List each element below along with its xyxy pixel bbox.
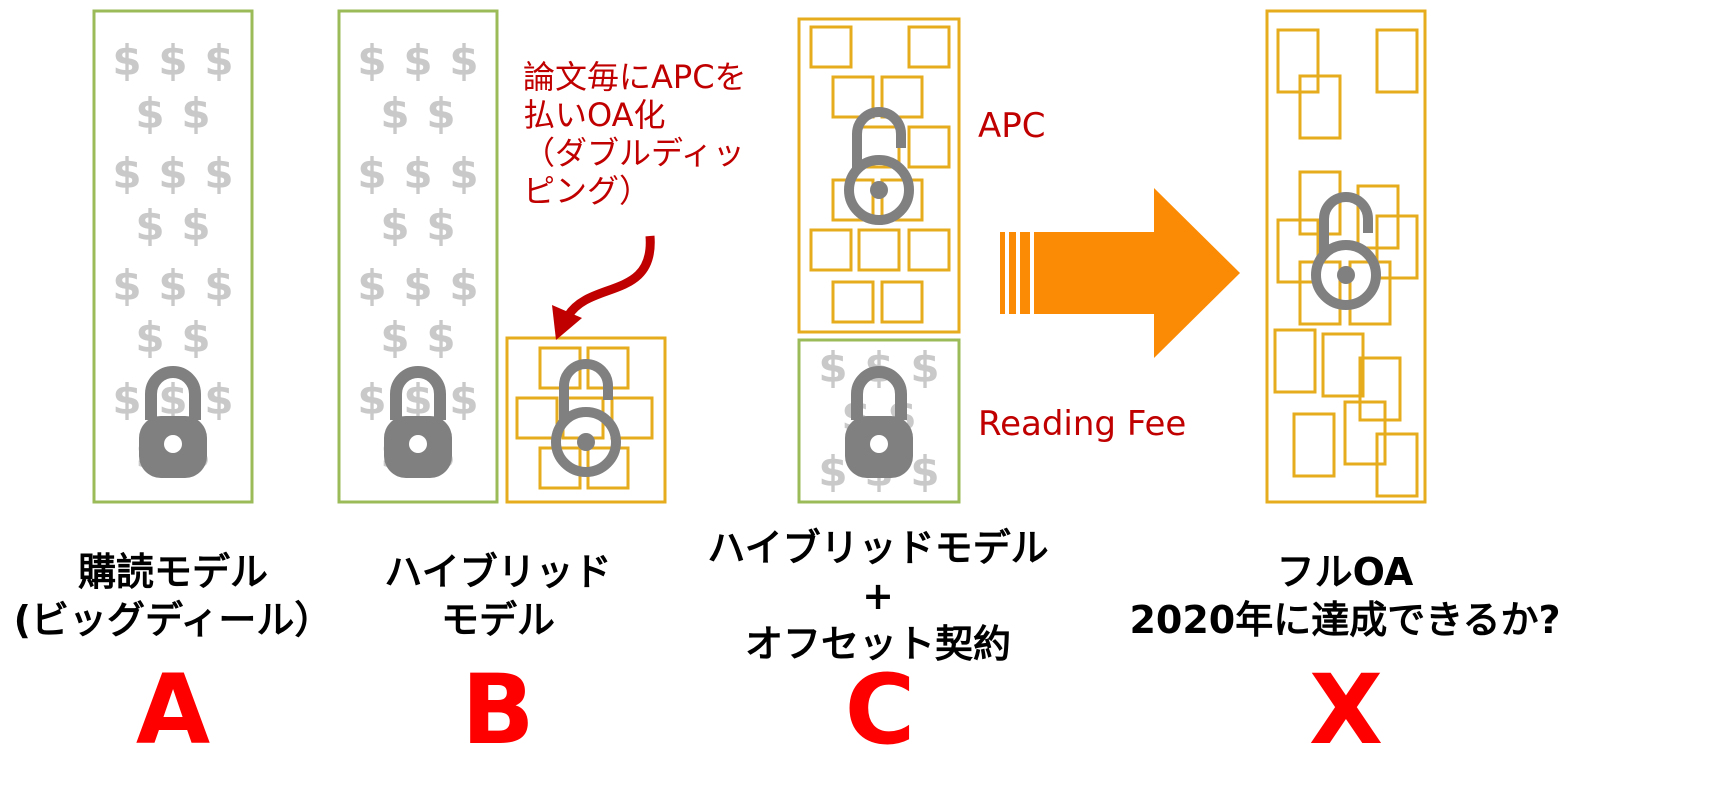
dollar-sign-icon: $	[135, 313, 164, 362]
model-a-name: 購読モデル (ビッグディール）	[0, 548, 346, 644]
model-b-name: ハイブリッド モデル	[340, 548, 656, 644]
dollar-sign-icon: $	[112, 36, 141, 85]
dollar-sign-icon: $	[158, 149, 187, 198]
dollar-sign-icon: $	[403, 36, 432, 85]
box-a-subscription	[92, 9, 254, 504]
dollar-sign-icon: $	[112, 149, 141, 198]
oa-articles-x	[1273, 28, 1419, 498]
model-name-line: (ビッグディール）	[13, 598, 333, 642]
dollar-sign-icon: $	[449, 375, 478, 424]
model-name-line: オフセット契約	[744, 622, 1011, 666]
open-padlock-icon	[556, 364, 616, 472]
dollar-sign-icon: $	[818, 343, 847, 392]
dollar-sign-icon: $	[181, 89, 210, 138]
box-b-apc	[505, 336, 667, 504]
open-padlock-icon	[1316, 197, 1376, 305]
dollar-sign-icon: $	[426, 89, 455, 138]
dollar-sign-icon: $	[818, 447, 847, 496]
dollar-sign-icon: $	[910, 343, 939, 392]
dollar-sign-icon: $	[357, 375, 386, 424]
box-c-reading-fee	[797, 338, 961, 504]
model-b-letter: B	[461, 654, 535, 766]
dollar-sign-icon: $	[426, 201, 455, 250]
annotation-double-dipping: 論文毎にAPCを 払いOA化 （ダブルディッ ピング）	[523, 58, 747, 210]
dollar-sign-icon: $	[403, 375, 432, 424]
dollar-sign-icon: $	[403, 261, 432, 310]
model-x-name: フルOA 2020年に達成できるか?	[1115, 548, 1575, 644]
model-c-letter: C	[844, 654, 916, 766]
model-name-line: ハイブリッドモデル	[707, 526, 1049, 570]
box-x-full-oa	[1265, 9, 1427, 504]
model-c-name: ハイブリッドモデル + オフセット契約	[680, 524, 1076, 668]
dollar-sign-icon: $	[158, 36, 187, 85]
model-name-line: 購読モデル	[77, 550, 268, 594]
dollar-sign-icon: $	[158, 375, 187, 424]
dollar-sign-icon: $	[380, 201, 409, 250]
dollar-group-a: $$$$$$$$$$$$$$$$$$$$	[112, 36, 233, 478]
dollar-sign-icon: $	[357, 261, 386, 310]
model-name-line: 2020年に達成できるか?	[1129, 598, 1561, 642]
dollar-sign-icon: $	[181, 201, 210, 250]
dollar-sign-icon: $	[357, 36, 386, 85]
model-name-line: モデル	[440, 598, 555, 642]
dollar-sign-icon: $	[449, 36, 478, 85]
dollar-sign-icon: $	[357, 149, 386, 198]
annotation-line: 払いOA化	[523, 96, 666, 134]
dollar-sign-icon: $	[112, 375, 141, 424]
annotation-line: ピング）	[523, 172, 652, 210]
dollar-sign-icon: $	[380, 313, 409, 362]
dollar-sign-icon: $	[449, 149, 478, 198]
model-name-line: +	[862, 574, 894, 618]
label-reading-fee: Reading Fee	[978, 404, 1187, 444]
dollar-sign-icon: $	[135, 201, 164, 250]
dollar-sign-icon: $	[112, 261, 141, 310]
dollar-sign-icon: $	[449, 261, 478, 310]
dollar-sign-icon: $	[204, 261, 233, 310]
dollar-sign-icon: $	[403, 149, 432, 198]
big-arrow-icon	[1000, 188, 1240, 358]
dollar-sign-icon: $	[181, 313, 210, 362]
box-c-apc	[797, 17, 961, 334]
model-x-letter: X	[1308, 654, 1383, 766]
box-b-hybrid-subscription	[337, 9, 499, 504]
model-a-letter: A	[135, 654, 211, 766]
dollar-sign-icon: $	[426, 313, 455, 362]
dollar-sign-icon: $	[204, 149, 233, 198]
curved-arrow-icon	[552, 235, 655, 340]
dollar-sign-icon: $	[380, 89, 409, 138]
dollar-sign-icon: $	[204, 36, 233, 85]
dollar-sign-icon: $	[135, 89, 164, 138]
dollar-sign-icon: $	[910, 447, 939, 496]
dollar-sign-icon: $	[204, 375, 233, 424]
model-name-line: ハイブリッド	[384, 550, 612, 594]
dollar-group-b: $$$$$$$$$$$$$$$$$$$$	[357, 36, 478, 478]
label-apc: APC	[978, 106, 1046, 146]
apc-articles-c	[809, 25, 951, 324]
annotation-line: 論文毎にAPCを	[523, 58, 747, 96]
dollar-sign-icon: $	[158, 261, 187, 310]
model-name-line: フルOA	[1276, 550, 1414, 594]
annotation-line: （ダブルディッ	[523, 134, 745, 172]
